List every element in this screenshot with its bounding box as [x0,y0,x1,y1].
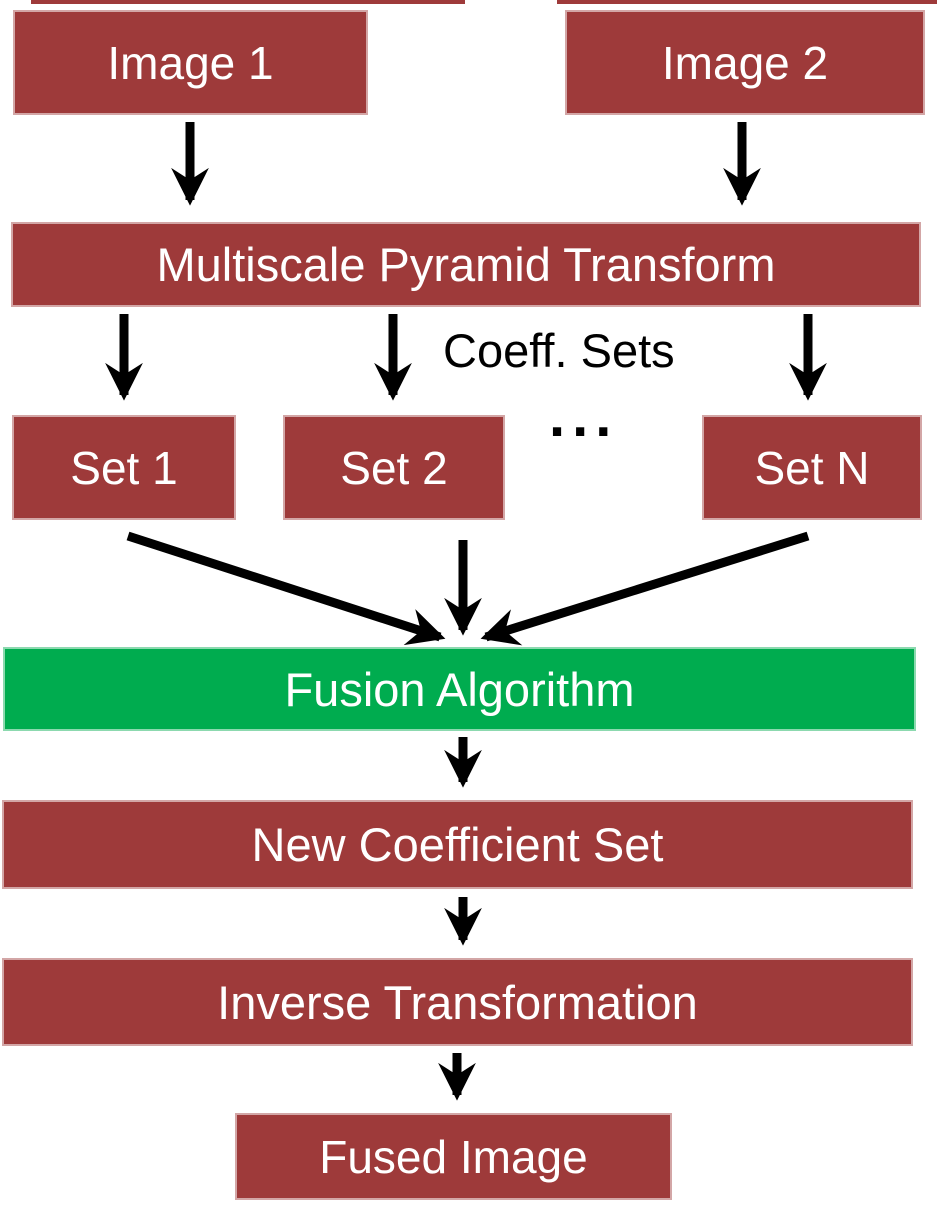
arrow-set1-to-fusion [126,531,446,646]
node-inverse-transformation: Inverse Transformation [2,958,913,1046]
node-image-2: Image 2 [565,10,925,115]
node-set-1: Set 1 [12,415,236,520]
top-edge-strip-left [31,0,465,4]
node-set-n: Set N [702,415,922,520]
node-fused-image: Fused Image [235,1113,672,1200]
node-fused-image-label: Fused Image [319,1130,588,1183]
node-multiscale-pyramid-transform: Multiscale Pyramid Transform [11,222,921,307]
node-set-n-label: Set N [754,441,870,494]
node-image-1-label: Image 1 [107,36,274,89]
node-fusion-algorithm-label: Fusion Algorithm [284,662,635,716]
arrow-setn-to-fusion [480,531,810,646]
node-set-1-label: Set 1 [70,441,178,494]
node-set-2-label: Set 2 [340,441,448,494]
ellipsis-annotation: ... [549,384,619,449]
node-set-2: Set 2 [283,415,505,520]
node-new-coefficient-set-label: New Coefficient Set [251,818,664,871]
node-multiscale-pyramid-transform-label: Multiscale Pyramid Transform [156,238,776,291]
top-edge-strip-right [557,0,937,4]
node-image-2-label: Image 2 [661,36,829,89]
node-new-coefficient-set: New Coefficient Set [2,800,913,889]
coeff-sets-annotation: Coeff. Sets [443,324,675,377]
node-fusion-algorithm: Fusion Algorithm [3,647,916,731]
node-inverse-transformation-label: Inverse Transformation [217,975,698,1029]
node-image-1: Image 1 [13,10,368,115]
